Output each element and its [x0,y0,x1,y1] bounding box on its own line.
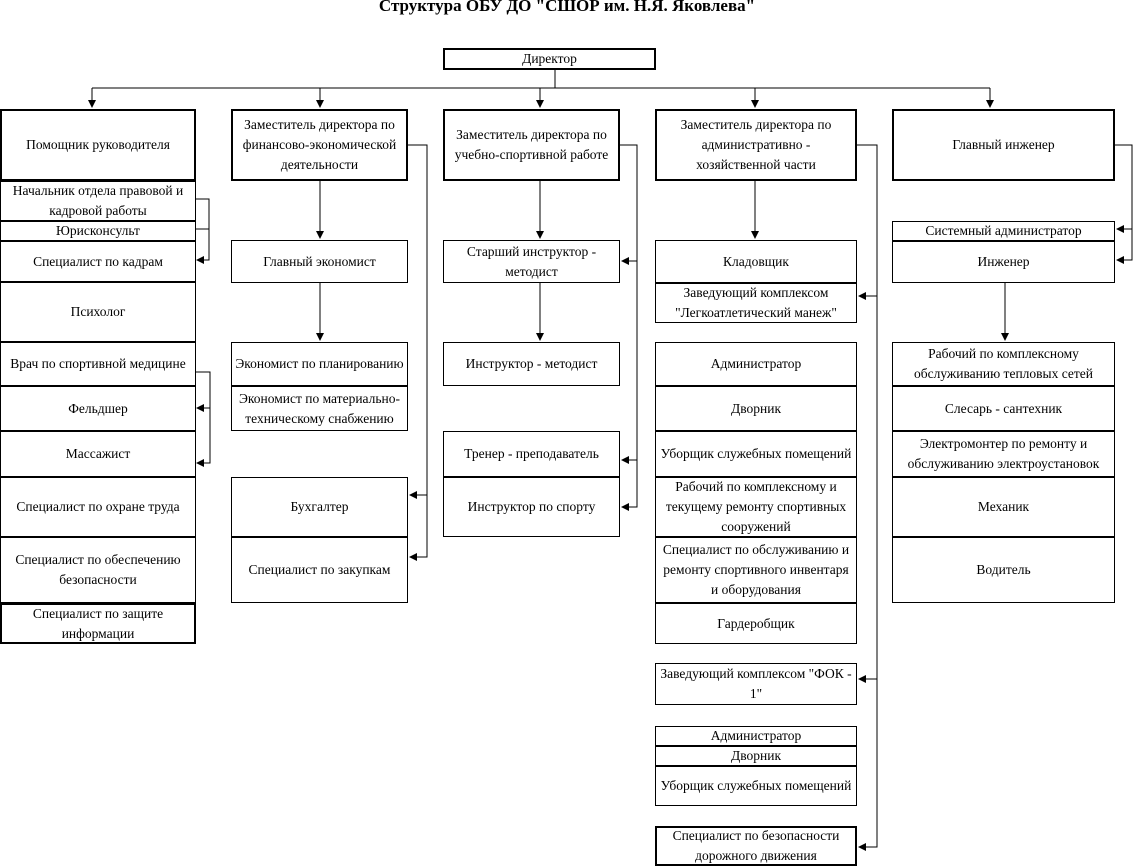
c1-item-psychologist: Психолог [0,282,196,342]
bracket-sport [620,144,638,511]
c4-item-janitor: Дворник [655,386,857,431]
c5-item-plumber: Слесарь - сантехник [892,386,1115,431]
c4-item-fok-head: Заведующий комплексом "ФОК - 1" [655,663,857,705]
c4-item-manege-head: Заведующий комплексом "Легкоатлетический… [655,283,857,323]
c4-item-fok-administrator: Администратор [655,726,857,746]
c2-item-economist-supply: Экономист по материально-техническому сн… [231,386,408,431]
c2-item-chief-economist: Главный экономист [231,240,408,283]
bracket-finance [408,144,428,561]
c5-item-engineer: Инженер [892,241,1115,283]
c4-item-storekeeper: Кладовщик [655,240,857,283]
c4-item-cleaner: Уборщик служебных помещений [655,431,857,477]
c4-item-cloakroom: Гардеробщик [655,603,857,644]
c5-item-sysadmin: Системный администратор [892,221,1115,241]
director-box: Директор [443,48,656,70]
head-deputy-admin: Заместитель директора по административно… [655,109,857,181]
c4-item-equipment-specialist: Специалист по обслуживанию и ремонту спо… [655,537,857,603]
c1-item-info-protection: Специалист по защите информации [0,603,196,644]
c1-item-paramedic: Фельдшер [0,386,196,431]
c4-item-fok-cleaner: Уборщик служебных помещений [655,766,857,806]
c1-item-sport-doctor: Врач по спортивной медицине [0,342,196,386]
head-chief-engineer: Главный инженер [892,109,1115,181]
c2-item-economist-planning: Экономист по планированию [231,342,408,386]
c2-item-procurement: Специалист по закупкам [231,537,408,603]
bracket-engineer [1115,144,1133,264]
diagram-title: Структура ОБУ ДО "СШОР им. Н.Я. Яковлева… [378,0,756,15]
c1-item-lawyer: Юрисконсульт [0,221,196,241]
c1-item-hr: Специалист по кадрам [0,241,196,282]
c5-item-driver: Водитель [892,537,1115,603]
c4-item-repair-worker: Рабочий по комплексному и текущему ремон… [655,477,857,537]
c5-item-electrician: Электромонтер по ремонту и обслуживанию … [892,431,1115,477]
c3-item-senior-instructor: Старший инструктор - методист [443,240,620,283]
c1-item-masseur: Массажист [0,431,196,477]
c3-item-instructor-methodist: Инструктор - методист [443,342,620,386]
c3-item-trainer: Тренер - преподаватель [443,431,620,477]
c2-item-accountant: Бухгалтер [231,477,408,537]
c3-item-sport-instructor: Инструктор по спорту [443,477,620,537]
c1-item-labor-safety: Специалист по охране труда [0,477,196,537]
c5-item-heating-worker: Рабочий по комплексному обслуживанию теп… [892,342,1115,386]
c4-item-fok-janitor: Дворник [655,746,857,766]
head-deputy-finance: Заместитель директора по финансово-эконо… [231,109,408,181]
c1-item-security: Специалист по обеспечению безопасности [0,537,196,603]
c1-item-legal-head: Начальник отдела правовой и кадровой раб… [0,181,196,221]
c4-item-road-safety: Специалист по безопасности дорожного дви… [655,826,857,866]
head-deputy-sport: Заместитель директора по учебно-спортивн… [443,109,620,181]
head-assistant: Помощник руководителя [0,109,196,181]
c5-item-mechanic: Механик [892,477,1115,537]
bracket-admin [857,144,878,851]
bracket-medical [196,371,211,467]
c4-item-administrator: Администратор [655,342,857,386]
